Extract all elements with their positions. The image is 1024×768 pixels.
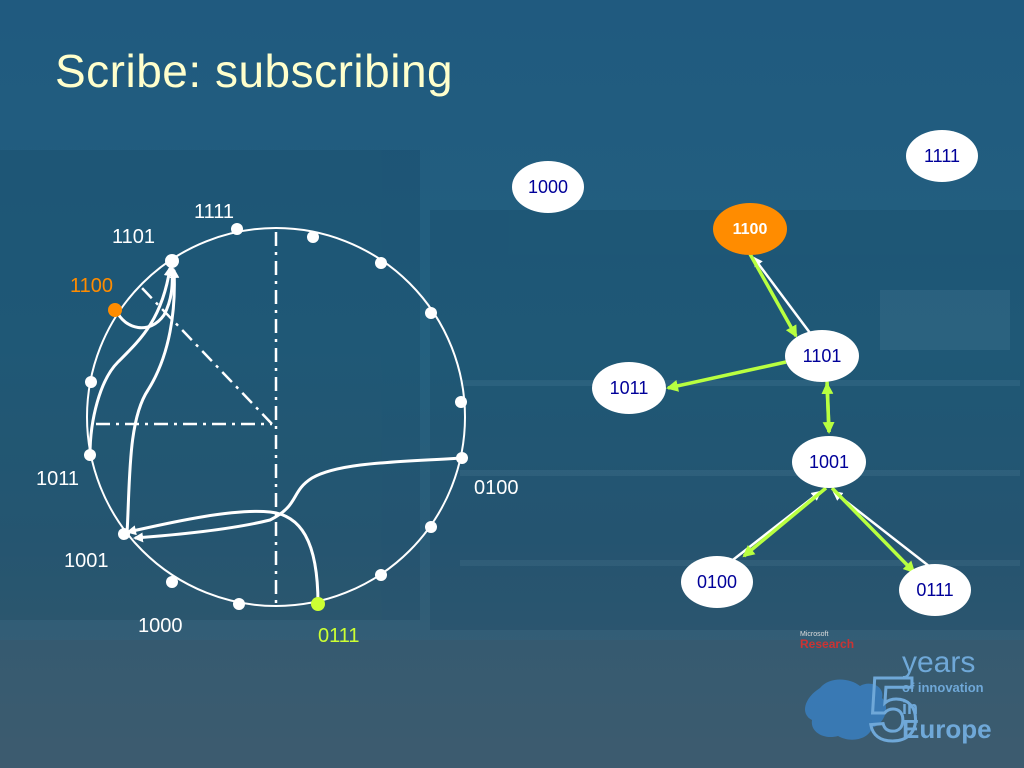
tree-node-1001 xyxy=(792,436,866,488)
tree-label-1011: 1011 xyxy=(610,378,649,398)
ring-node xyxy=(455,396,467,408)
ring-label-1101: 1101 xyxy=(112,226,155,248)
tree-edge-1101-1001 xyxy=(821,382,834,433)
route-1100-to-1101 xyxy=(114,266,178,330)
tree-label-1000: 1000 xyxy=(528,177,568,197)
ring-node-1100 xyxy=(108,303,122,317)
tree-edge-1001-0111 xyxy=(830,486,916,574)
ring-node xyxy=(307,231,319,243)
ring-node xyxy=(425,521,437,533)
tree-edge-1001-0100 xyxy=(742,486,828,558)
tree-node-0100 xyxy=(681,556,753,608)
ring-node-0111 xyxy=(311,597,325,611)
tree-label-1111: 1111 xyxy=(924,146,960,166)
route-1011-to-1101 xyxy=(88,266,174,456)
ring-node-1101 xyxy=(165,254,179,268)
ring-node-0100 xyxy=(456,452,468,464)
tree-node-1100 xyxy=(713,203,787,255)
ring-label-0100: 0100 xyxy=(474,477,519,499)
logo-brand-line1: Microsoft xyxy=(800,631,828,638)
ring-label-1000: 1000 xyxy=(138,615,183,637)
ring-node xyxy=(85,376,97,388)
tree-node-1101 xyxy=(785,330,859,382)
tree-node-1000 xyxy=(512,161,584,213)
europe-map-icon xyxy=(805,679,887,740)
ring-label-1011: 1011 xyxy=(36,468,79,490)
logo-line2: of innovation xyxy=(902,680,984,695)
ring-node xyxy=(375,569,387,581)
ring-node-1000 xyxy=(233,598,245,610)
tree-node-1111 xyxy=(906,130,978,182)
ring-label-1100: 1100 xyxy=(70,275,113,297)
ring-node xyxy=(375,257,387,269)
tree-label-0111: 0111 xyxy=(916,580,953,600)
logo-line4: Europe xyxy=(902,714,992,744)
tree-label-0100: 0100 xyxy=(697,572,737,592)
ring-node-1011 xyxy=(84,449,96,461)
tree-label-1001: 1001 xyxy=(809,452,849,472)
route-1001-to-1101 xyxy=(125,268,180,535)
diagonal-guide-line xyxy=(141,287,273,425)
ring-circle xyxy=(86,227,466,607)
tree-label-1101: 1101 xyxy=(803,346,842,366)
ring-label-1111: 1111 xyxy=(194,201,234,223)
logo-years: years xyxy=(902,646,975,679)
tree-node-1011 xyxy=(592,362,666,414)
tree-edge-1101-1011 xyxy=(666,360,787,392)
ring-label-0111: 0111 xyxy=(318,625,360,647)
route-0111-to-1001 xyxy=(126,509,320,605)
ring-node-1111 xyxy=(231,223,243,235)
logo-number: 5 xyxy=(868,660,918,753)
tree-edge-1100-1101 xyxy=(748,253,798,338)
logo-line3: in xyxy=(902,698,918,718)
ring-label-1001: 1001 xyxy=(64,550,109,572)
route-0100-to-1001 xyxy=(133,456,463,543)
ring-node-1001 xyxy=(118,528,130,540)
logo-brand-line2: Research xyxy=(800,637,854,651)
tree-label-1100: 1100 xyxy=(733,221,768,238)
slide-title: Scribe: subscribing xyxy=(55,45,454,97)
tree-node-0111 xyxy=(899,564,971,616)
research-anniversary-logo: 5 Microsoft Research years of innovation… xyxy=(800,631,992,753)
ring-node xyxy=(425,307,437,319)
ring-node xyxy=(166,576,178,588)
